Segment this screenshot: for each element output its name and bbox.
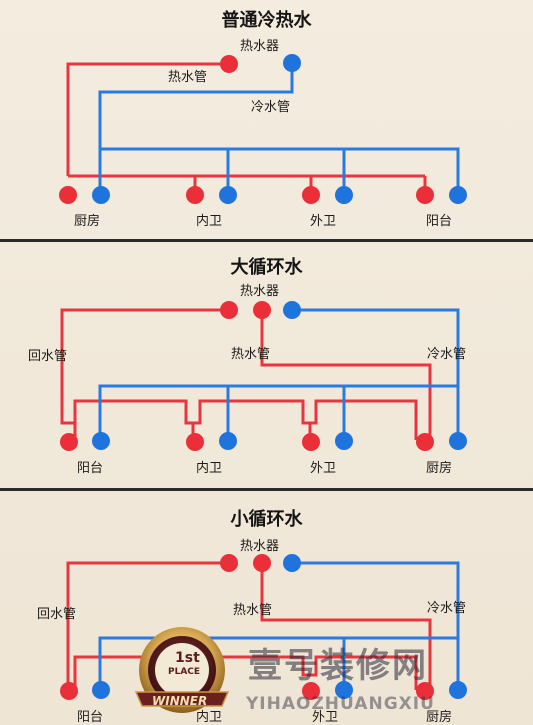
p2-cold-main <box>292 308 460 440</box>
p2-fixture-2-cold <box>219 432 237 450</box>
panel-3-fixture-1: 阳台 <box>77 710 104 725</box>
panel-1-pipes <box>66 62 460 194</box>
p2-hot-loop <box>73 399 418 440</box>
p1-fixture-2-hot <box>186 186 204 204</box>
p1-hot-main <box>66 62 229 176</box>
p2-fixture-1-cold <box>92 432 110 450</box>
panel-1-fixture-1: 厨房 <box>74 214 101 229</box>
badge-place: PLACE <box>168 667 201 677</box>
p1-heater-cold-node <box>283 54 301 72</box>
p1-fixture-4-cold <box>449 186 467 204</box>
panel-3-fixture-3: 外卫 <box>312 710 339 725</box>
p2-heater-hot-node <box>253 301 271 319</box>
p3-hot-supply <box>260 563 432 690</box>
panel-2-fixture-3: 外卫 <box>310 461 337 476</box>
panel-3-cold-pipe-label: 冷水管 <box>427 601 467 616</box>
p1-fixture-4-hot <box>416 186 434 204</box>
p3-cold-branch <box>98 636 458 690</box>
p3-heater-return-node <box>220 554 238 572</box>
p2-heater-return-node <box>220 301 238 319</box>
section-divider-2 <box>0 488 533 491</box>
p3-heater-hot-node <box>253 554 271 572</box>
panel-2-title: 大循环水 <box>230 257 303 278</box>
panel-1-heater-label: 热水器 <box>240 39 280 54</box>
panel-2-return-pipe-label: 回水管 <box>28 349 68 364</box>
p1-cold-main <box>98 63 294 194</box>
panel-3-fixture-2: 内卫 <box>196 710 223 725</box>
badge-first: 1st <box>175 650 200 666</box>
panel-2-fixture-1: 阳台 <box>77 461 104 476</box>
p3-fixture-1-cold <box>92 681 110 699</box>
p1-heater-hot-node <box>220 55 238 73</box>
panel-1-hot-pipe-label: 热水管 <box>168 70 208 85</box>
section-divider-1 <box>0 239 533 242</box>
p3-cold-main <box>292 561 460 690</box>
panel-2-hot-pipe-label: 热水管 <box>231 347 271 362</box>
p1-cold-branch <box>100 147 460 194</box>
panel-2-pipes <box>60 308 460 440</box>
watermark-brand-pinyin: YIHAOZHUANGXIU <box>246 694 435 714</box>
panel-1-title: 普通冷热水 <box>221 10 312 31</box>
panel-1-cold-pipe-label: 冷水管 <box>251 100 291 115</box>
p2-fixture-4-cold <box>449 432 467 450</box>
panel-3-pipes <box>66 561 460 690</box>
winner-badge-icon <box>134 627 230 713</box>
p3-fixture-3-hot <box>302 682 320 700</box>
p2-fixture-4-hot <box>416 433 434 451</box>
watermark-brand: 壹号装修网 <box>248 646 428 686</box>
p1-fixture-3-hot <box>302 186 320 204</box>
p2-fixture-3-hot <box>302 433 320 451</box>
panel-2-fixture-2: 内卫 <box>196 461 223 476</box>
p3-fixture-4-cold <box>449 681 467 699</box>
p3-fixture-1-hot <box>60 682 78 700</box>
p1-fixture-1-cold <box>92 186 110 204</box>
p3-heater-cold-node <box>283 554 301 572</box>
panel-3-fixture-4: 厨房 <box>426 710 453 725</box>
p1-fixture-2-cold <box>219 186 237 204</box>
p2-return-pipe <box>60 308 229 425</box>
panel-1-nodes <box>59 54 467 204</box>
panel-3-heater-label: 热水器 <box>240 539 280 554</box>
p2-fixture-1-hot <box>60 433 78 451</box>
panel-3-hot-pipe-label: 热水管 <box>233 603 273 618</box>
p1-fixture-1-hot <box>59 186 77 204</box>
p2-heater-cold-node <box>283 301 301 319</box>
badge-winner-ribbon: WINNER <box>152 694 208 708</box>
p3-fixture-3-cold <box>335 681 353 699</box>
panel-2-fixture-4: 厨房 <box>426 461 453 476</box>
p1-fixture-3-cold <box>335 186 353 204</box>
panel-3-nodes <box>60 554 467 700</box>
panel-3-title: 小循环水 <box>230 509 303 530</box>
panel-1-fixture-3: 外卫 <box>310 214 337 229</box>
p2-fixture-2-hot <box>186 433 204 451</box>
p3-fixture-4-hot <box>416 682 434 700</box>
p2-fixture-3-cold <box>335 432 353 450</box>
panel-3-return-pipe-label: 回水管 <box>37 607 77 622</box>
panel-1-fixture-2: 内卫 <box>196 214 223 229</box>
p3-return-pipe <box>66 561 229 690</box>
p2-hot-supply <box>260 310 432 440</box>
panel-2-heater-label: 热水器 <box>240 284 280 299</box>
p2-cold-branch <box>98 384 458 440</box>
panel-2-cold-pipe-label: 冷水管 <box>427 347 467 362</box>
panel-1-fixture-4: 阳台 <box>426 214 453 229</box>
panel-2-nodes <box>60 301 467 451</box>
